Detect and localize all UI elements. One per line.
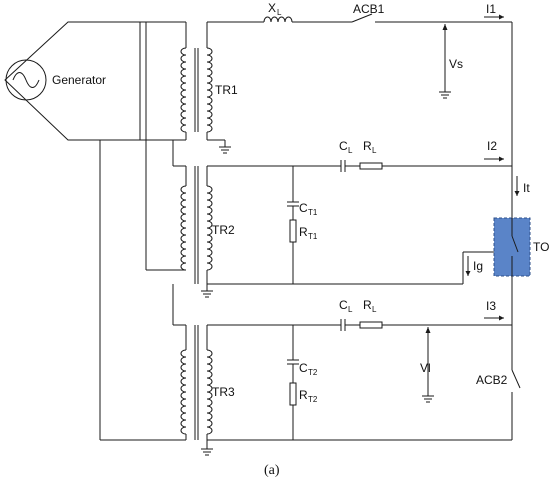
i3-label: I3: [486, 299, 496, 313]
it-label: It: [523, 181, 530, 195]
line2: C L R L I2 It: [207, 139, 530, 196]
branch3-c-sub: T2: [308, 368, 318, 377]
branch3-c-label: C: [299, 361, 308, 375]
branch2-r-sub: T1: [308, 232, 318, 241]
line3-r-sub: L: [372, 305, 377, 314]
i2-label: I2: [487, 139, 497, 153]
figure-caption: (a): [264, 463, 280, 478]
reactor-label-sub: L: [277, 8, 282, 17]
transformer-tr3: TR3: [180, 325, 235, 456]
branch2-c-label: C: [299, 201, 308, 215]
generator-bus: [99, 21, 186, 441]
tr2-label: TR2: [212, 223, 235, 237]
line2-c-label: C: [339, 139, 348, 153]
branch2-r-label: R: [299, 225, 308, 239]
tr1-label: TR1: [215, 83, 238, 97]
line3-c-sub: L: [348, 305, 353, 314]
line2-r-sub: L: [372, 146, 377, 155]
line3: C L R L I3 Vl ACB2: [207, 298, 521, 440]
line2-r-label: R: [363, 139, 372, 153]
branch-tr2: C T1 R T1: [207, 166, 463, 285]
tr3-label: TR3: [212, 385, 235, 399]
to-label: TO: [533, 240, 549, 254]
test-object: TO Ig: [462, 166, 549, 325]
transformer-tr2: TR2: [180, 166, 235, 298]
generator-label: Generator: [52, 73, 106, 87]
branch3-r-sub: T2: [308, 395, 318, 404]
generator: Generator: [4, 21, 141, 141]
line3-c-label: C: [339, 298, 348, 312]
branch-tr3: C T2 R T2: [207, 325, 512, 441]
acb2-label: ACB2: [476, 373, 508, 387]
vs-label: Vs: [449, 57, 463, 71]
ig-label: Ig: [473, 259, 483, 273]
transformer-tr1: TR1: [180, 22, 238, 154]
i1-label: I1: [486, 2, 496, 16]
line1: X L ACB1 I1 Vs: [207, 1, 513, 224]
line3-r-label: R: [363, 298, 372, 312]
vl-label: Vl: [420, 361, 431, 375]
acb1-label: ACB1: [353, 2, 385, 16]
branch3-r-label: R: [299, 388, 308, 402]
line2-c-sub: L: [348, 146, 353, 155]
reactor-label: X: [268, 1, 276, 15]
branch2-c-sub: T1: [308, 208, 318, 217]
